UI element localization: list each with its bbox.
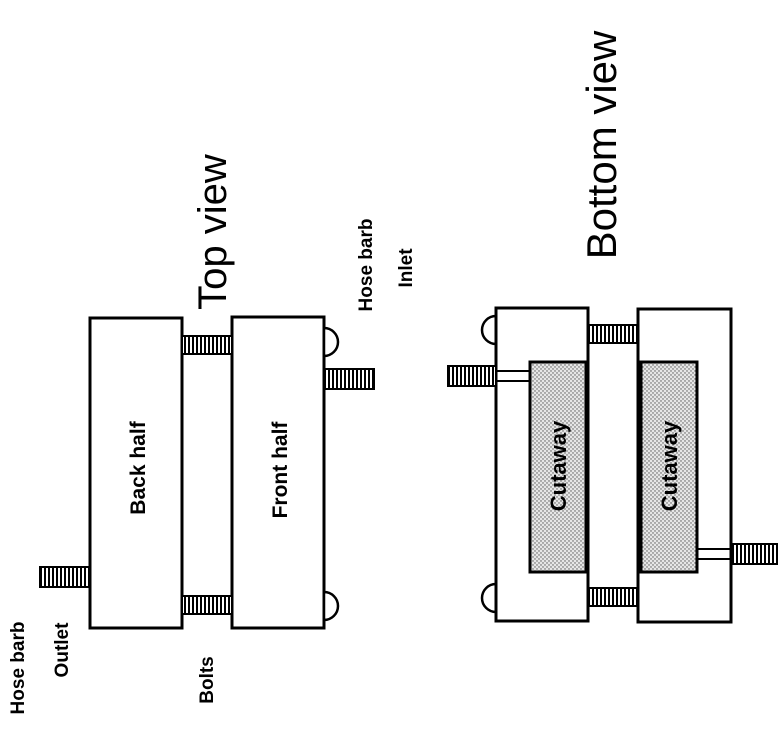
bottom-view: Bottom view Cutaway Cutaway	[447, 30, 778, 624]
back-half-label: Back half	[127, 420, 150, 514]
nut-upper	[322, 326, 340, 358]
hose-barb-inlet	[323, 368, 375, 390]
nut-lower	[322, 590, 340, 622]
cutaway-left	[528, 360, 588, 574]
cutaway-right	[639, 360, 699, 574]
hose-barb-outlet	[39, 566, 91, 588]
bottom-bolt-lower	[587, 587, 639, 607]
back-half-block	[88, 316, 184, 630]
bottom-hose-barb-left	[447, 365, 497, 387]
bottom-bolt-upper	[587, 324, 639, 344]
top-view: Top view Back half Front half Hose barb …	[8, 154, 417, 714]
bottom-view-title: Bottom view	[578, 30, 625, 259]
outlet-label-line2: Outlet	[52, 622, 73, 678]
inlet-label-line2: Inlet	[396, 248, 417, 288]
outlet-label-line1: Hose barb	[8, 622, 29, 715]
front-half-label: Front half	[269, 421, 292, 519]
bottom-hose-barb-right	[730, 543, 778, 565]
bolts-label: Bolts	[197, 656, 218, 704]
bolt-lower	[181, 595, 233, 615]
front-half-block	[230, 315, 326, 630]
bottom-nut-upper	[480, 314, 498, 346]
bolt-upper	[181, 335, 233, 355]
top-view-title: Top view	[191, 154, 235, 310]
bottom-nut-lower	[480, 582, 498, 614]
cutaway-left-label: Cutaway	[546, 420, 571, 511]
inlet-label-line1: Hose barb	[356, 219, 377, 312]
cutaway-right-label: Cutaway	[657, 420, 682, 511]
